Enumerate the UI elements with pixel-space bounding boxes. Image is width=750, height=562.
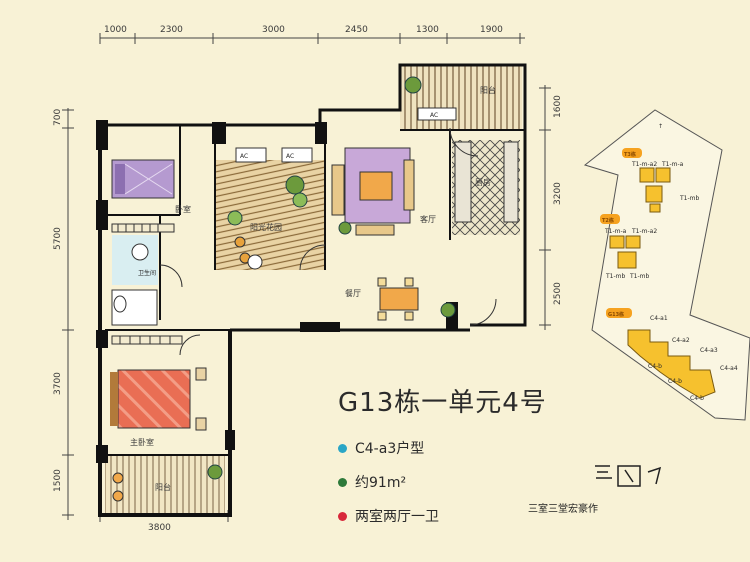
- room-label-kitchen: 厨房: [475, 177, 491, 187]
- site-label: C4-a4: [720, 365, 738, 372]
- site-label: T1-m-a2: [631, 161, 657, 168]
- room-label-balcony-top: 阳台: [480, 85, 496, 95]
- ac-label-1: AC: [240, 153, 248, 160]
- site-label: T1-m-a: [604, 228, 627, 235]
- dim-right-3: 2500: [553, 282, 563, 305]
- site-label: C4-a3: [700, 347, 718, 354]
- living-room: 客厅: [331, 147, 436, 236]
- kitchen: 厨房: [454, 141, 519, 223]
- bathroom: 卫生间: [111, 243, 158, 326]
- building-tag-g13-label: G13栋: [608, 311, 624, 318]
- dim-left-4: 1500: [53, 469, 63, 492]
- balcony-bottom: 阳台: [112, 464, 223, 502]
- site-label: T1-mb: [629, 273, 649, 280]
- building-t2: T2栋 T1-m-a T1-m-a2 T1-mb T1-mb: [600, 214, 657, 280]
- ac-label-3: AC: [430, 112, 438, 119]
- room-label-dining: 餐厅: [345, 289, 361, 298]
- dim-right-2: 3200: [553, 182, 563, 205]
- dim-left-1: 700: [53, 109, 63, 126]
- room-label-balcony-bottom: 阳台: [155, 482, 171, 492]
- building-tag-t2-label: T2栋: [602, 217, 614, 224]
- site-label: T1-m-a2: [631, 228, 657, 235]
- dim-top-4: 2450: [345, 25, 368, 35]
- walls: [98, 63, 527, 517]
- site-label: C4-a1: [650, 315, 668, 322]
- artist-signature: 三室三堂宏豪作: [528, 504, 598, 515]
- site-label: C4-b: [648, 363, 662, 370]
- feature-layout: 两室两厅一卫: [338, 506, 439, 526]
- room-label-master: 主卧室: [130, 437, 154, 447]
- bedroom-top: 卧室: [111, 159, 191, 214]
- feature-area-text: 约91m²: [355, 475, 407, 491]
- sunroom: AC AC 阳光花园: [227, 147, 313, 270]
- north-arrow-icon: ↑: [658, 123, 663, 130]
- dim-bottom: 3800: [148, 523, 171, 533]
- room-label-living: 客厅: [420, 214, 436, 224]
- site-label: C4-b: [668, 378, 682, 385]
- feature-unit-type: C4-a3户型: [338, 438, 424, 458]
- site-plan: ↑ T3栋 T1-m-a2 T1-m-a T1-mb T2栋 T1-m-a T1…: [583, 109, 750, 421]
- building-tag-t3-label: T3栋: [624, 151, 636, 158]
- master-bedroom: 主卧室: [110, 367, 207, 447]
- closet: [111, 223, 183, 345]
- building-tag-t3: [622, 148, 642, 158]
- room-label-bedroom: 卧室: [175, 204, 191, 214]
- dim-left-2: 5700: [53, 227, 63, 250]
- building-tag-t2: [600, 214, 620, 224]
- dimension-right: 1600 3200 2500: [539, 85, 563, 330]
- site-label: C4-b: [690, 395, 704, 402]
- logo-mark: [595, 465, 662, 487]
- feature-bullet-red: [338, 511, 347, 521]
- unit-title: G13栋一单元4号: [338, 388, 547, 418]
- room-fills: [105, 65, 522, 513]
- ac-label-2: AC: [286, 153, 294, 160]
- dim-top-6: 1900: [480, 25, 503, 35]
- feature-bullet-green: [338, 477, 347, 487]
- site-label: T1-mb: [605, 273, 625, 280]
- dimension-top: 1000 2300 3000 2450 1300 1900: [99, 25, 525, 44]
- feature-layout-text: 两室两厅一卫: [355, 509, 439, 525]
- building-g13: G13栋 C4-a1 C4-a2 C4-a3 C4-a4 C4-b C4-b C…: [606, 308, 738, 402]
- dim-top-3: 3000: [262, 25, 285, 35]
- room-label-bath: 卫生间: [138, 269, 156, 277]
- building-tag-g13: [606, 308, 632, 318]
- dining: 餐厅: [345, 277, 456, 321]
- dim-right-1: 1600: [553, 95, 563, 118]
- dim-left-3: 3700: [53, 372, 63, 395]
- balcony-top: AC 阳台: [404, 76, 496, 121]
- dimension-left: 700 5700 3700 1500: [53, 108, 74, 520]
- feature-bullet-blue: [338, 443, 347, 453]
- site-label: T1-m-a: [661, 161, 684, 168]
- site-label: T1-mb: [679, 195, 699, 202]
- dim-top-2: 2300: [160, 25, 183, 35]
- dim-top-1: 1000: [104, 25, 127, 35]
- doors: [159, 127, 497, 356]
- feature-unit-type-text: C4-a3户型: [355, 441, 425, 457]
- site-label: C4-a2: [672, 337, 690, 344]
- room-label-sunroom: 阳光花园: [250, 222, 282, 232]
- dim-top-5: 1300: [416, 25, 439, 35]
- building-t3: T3栋 T1-m-a2 T1-m-a T1-mb: [622, 148, 699, 213]
- feature-area: 约91m²: [338, 472, 406, 492]
